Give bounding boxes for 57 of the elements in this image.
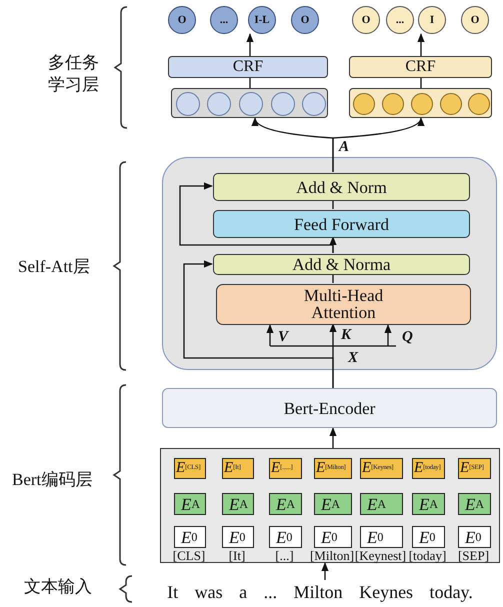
vector-circle (382, 93, 404, 115)
crf-box: CRF (349, 56, 492, 78)
output-circle: O (168, 6, 196, 34)
token-label: [Keynest] (354, 549, 406, 564)
self-attention-panel (162, 157, 497, 370)
output-circle: I-L (248, 6, 276, 34)
output-circle: I (418, 6, 446, 34)
vector-circle (176, 92, 200, 116)
vector-circle (271, 92, 295, 116)
encoder-box: Bert-Encoder (162, 388, 497, 428)
crf-box: CRF (168, 56, 328, 78)
token-label: [It] (228, 549, 246, 564)
layer-label: Self-Att层 (18, 257, 90, 277)
vector-circle (440, 93, 462, 115)
feed-forward-box: Feed Forward (213, 210, 470, 238)
arrow (332, 117, 423, 172)
token-label: [...] (275, 549, 294, 564)
vector-circle (302, 92, 326, 116)
arrow (179, 182, 334, 253)
output-circle: O (291, 6, 319, 34)
arrow (417, 33, 425, 56)
vector-label: K (341, 327, 352, 344)
vector-circle (468, 93, 490, 115)
output-circle: ... (210, 6, 238, 34)
connector-line (249, 78, 251, 88)
vector-label: V (278, 329, 288, 346)
connector-line (332, 274, 334, 283)
vector-circle (411, 93, 433, 115)
vector-label: X (348, 350, 358, 368)
vector-bar (349, 88, 492, 118)
vector-bar (171, 88, 328, 118)
token-label: [Milton] (310, 549, 354, 564)
embedding-panel (160, 448, 500, 563)
layer-label: 多任务学习层 (48, 52, 100, 96)
token-label: [CLS] (172, 549, 206, 564)
layer-label: Bert编码层 (12, 470, 92, 490)
add-norm-box: Add & Norm (213, 173, 470, 201)
connector-line (332, 200, 334, 209)
output-circle: ... (386, 6, 414, 34)
arrow (321, 562, 329, 580)
add-norm-box: Add & Norma (213, 254, 470, 275)
output-circle: O (352, 6, 380, 34)
token-label: [SEP] (458, 549, 490, 564)
attention-box: Multi-Head Attention (216, 284, 471, 325)
vector-label: A (339, 139, 350, 156)
layer-label: 文本输入 (24, 577, 92, 597)
vector-circle (207, 92, 231, 116)
input-sentence: It was a ... Milton Keynes today. (160, 580, 480, 604)
vector-circle (353, 93, 375, 115)
output-circle: O (461, 6, 489, 34)
arrow (246, 33, 254, 56)
vector-circle (239, 92, 263, 116)
token-label: [today] (408, 549, 446, 564)
arrow (183, 260, 334, 388)
arrow (329, 427, 337, 448)
vector-label: Q (402, 329, 413, 346)
connector-line (420, 78, 422, 88)
